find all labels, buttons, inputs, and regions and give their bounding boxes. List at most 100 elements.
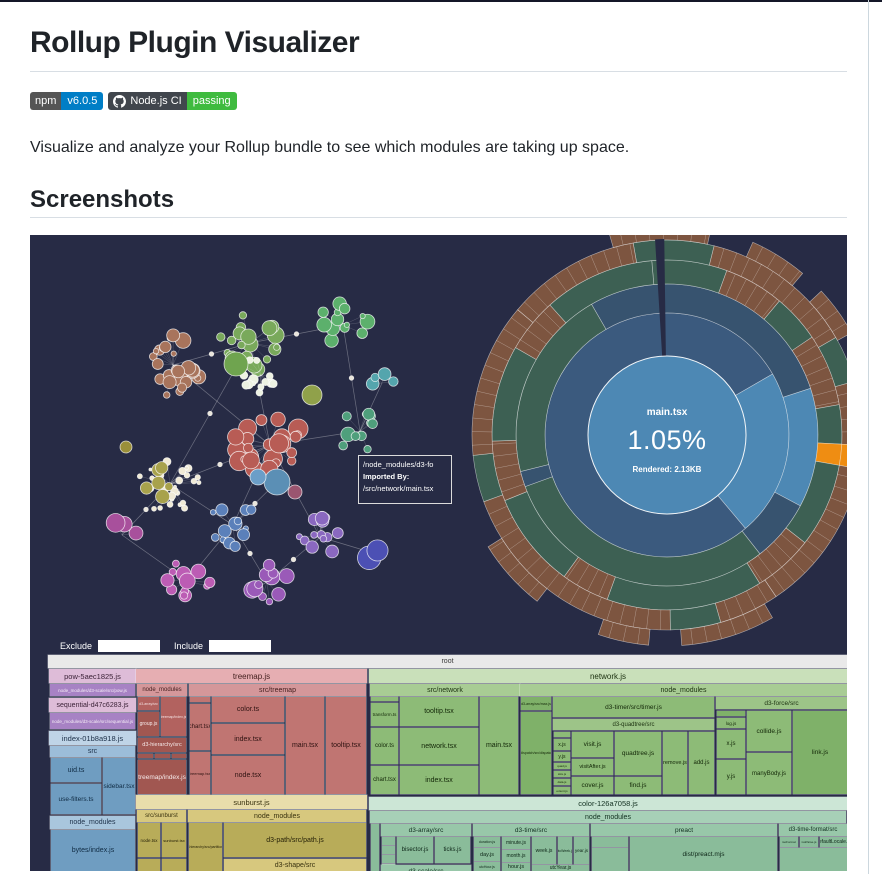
network-node[interactable] <box>139 481 154 495</box>
network-node[interactable] <box>366 539 389 562</box>
treemap-node[interactable]: d3-time/src <box>473 824 589 836</box>
treemap-node[interactable]: day.js <box>474 848 500 861</box>
network-node[interactable] <box>223 351 249 377</box>
sunburst-segment[interactable] <box>487 537 548 602</box>
treemap-node[interactable]: log.js <box>717 718 745 728</box>
network-node[interactable] <box>178 466 187 476</box>
network-node[interactable] <box>171 559 180 568</box>
network-node[interactable] <box>164 482 174 492</box>
sunburst-segment[interactable] <box>517 242 637 323</box>
treemap-node[interactable]: index-01b8a918.js <box>49 731 136 745</box>
network-node[interactable] <box>151 475 166 490</box>
network-node[interactable] <box>168 567 177 576</box>
network-node[interactable] <box>338 440 348 451</box>
treemap-node[interactable]: minute.js <box>502 837 530 849</box>
treemap-node[interactable]: pow-5aec1825.js <box>49 669 136 683</box>
network-node[interactable] <box>246 504 257 515</box>
treemap-node[interactable]: defaultLocale.js <box>820 837 847 847</box>
network-node[interactable] <box>255 414 268 426</box>
treemap-node[interactable]: src/network <box>370 684 520 696</box>
network-node[interactable] <box>171 364 185 379</box>
network-node[interactable] <box>289 430 302 443</box>
treemap-node[interactable]: node_modules <box>137 684 187 696</box>
network-node[interactable] <box>151 505 157 512</box>
treemap-node[interactable]: d3-timer/src/timer.js <box>553 697 714 717</box>
treemap-node[interactable]: remove.js <box>663 732 687 794</box>
treemap-node[interactable]: collide.js <box>747 711 791 751</box>
network-node[interactable] <box>263 468 291 496</box>
treemap-node[interactable]: ticks.js <box>435 837 470 863</box>
network-node[interactable] <box>179 591 189 600</box>
sunburst-segment[interactable] <box>680 603 773 646</box>
treemap-node[interactable]: d3-force/src <box>716 697 847 709</box>
treemap-sliver[interactable] <box>371 824 379 871</box>
network-node[interactable] <box>377 367 392 381</box>
treemap-node[interactable]: treemap.js <box>136 669 367 683</box>
ci-badge[interactable]: Node.js CI passing <box>108 92 237 110</box>
treemap-node[interactable]: d3-array/src/max.js <box>521 697 551 710</box>
network-node[interactable] <box>210 533 220 542</box>
network-node[interactable] <box>160 573 175 588</box>
treemap-node[interactable]: hour.js <box>502 863 530 871</box>
network-node[interactable] <box>241 380 251 390</box>
treemap-node[interactable]: y.js <box>717 760 745 794</box>
network-node[interactable] <box>238 311 248 320</box>
treemap-node[interactable]: find.js <box>615 777 661 794</box>
network-node[interactable] <box>216 332 226 342</box>
network-node[interactable] <box>265 597 274 606</box>
treemap-node[interactable]: manyBody.js <box>747 753 791 794</box>
treemap-node[interactable]: node_modules <box>520 684 847 696</box>
treemap-node[interactable]: node_modules <box>50 816 135 829</box>
treemap-node[interactable]: x.js <box>717 730 745 758</box>
network-node[interactable] <box>324 333 339 348</box>
sunburst-segment[interactable] <box>815 404 843 445</box>
treemap-node[interactable]: d3-quadtree/src <box>553 719 714 730</box>
network-node[interactable] <box>204 576 216 588</box>
treemap-node[interactable]: node_modules/d3-scale/src/sequential.js <box>50 713 135 729</box>
network-node[interactable] <box>262 355 272 364</box>
treemap-node[interactable]: dist/preact.mjs <box>630 837 777 871</box>
network-node[interactable] <box>226 335 237 346</box>
treemap-sliver[interactable] <box>138 859 160 871</box>
network-node[interactable] <box>128 525 144 541</box>
network-node[interactable] <box>177 382 188 393</box>
network-node[interactable] <box>249 468 267 486</box>
network-node[interactable] <box>157 505 163 511</box>
network-node[interactable] <box>227 428 245 446</box>
treemap-sliver[interactable] <box>554 732 570 737</box>
npm-badge[interactable]: npm v6.0.5 <box>30 92 104 110</box>
treemap-node[interactable]: extent.js <box>554 787 570 794</box>
treemap-sliver[interactable] <box>190 697 210 702</box>
treemap-node[interactable]: cover.js <box>572 777 613 794</box>
treemap-node[interactable]: use-filters.ts <box>51 784 101 814</box>
treemap-node[interactable]: treemap/index.js <box>161 697 186 736</box>
network-graph[interactable] <box>30 235 490 645</box>
treemap-node[interactable]: chart.tsx <box>190 704 210 750</box>
network-node[interactable] <box>359 312 366 320</box>
treemap-node[interactable]: d3-dispatch/src/dispatch.js <box>521 712 551 794</box>
network-node[interactable] <box>155 461 169 475</box>
network-node[interactable] <box>209 509 217 516</box>
treemap-node[interactable]: isoFormat <box>780 837 798 847</box>
network-node[interactable] <box>184 465 189 471</box>
treemap-node[interactable]: color-126a7058.js <box>369 797 847 810</box>
network-node[interactable] <box>237 528 250 542</box>
treemap-sliver[interactable] <box>592 837 628 847</box>
treemap-node[interactable]: tooltip.tsx <box>400 697 478 726</box>
treemap-node[interactable]: d3-hierarchy/src <box>138 738 186 752</box>
network-node[interactable] <box>268 379 278 389</box>
treemap-node[interactable]: preact <box>591 824 777 836</box>
treemap-node[interactable]: index.tsx <box>212 724 284 754</box>
treemap-node[interactable]: utcWeek.js <box>558 837 572 864</box>
treemap-node[interactable]: d3-array/src <box>138 697 159 710</box>
treemap-node[interactable]: group.js <box>138 712 159 736</box>
treemap-node[interactable]: network.js <box>369 669 847 683</box>
treemap-node[interactable]: d3-time-format/src <box>779 824 847 836</box>
network-node[interactable] <box>338 302 351 315</box>
treemap-node[interactable]: year.js <box>574 837 589 864</box>
treemap-node[interactable]: main.tsx <box>286 697 324 794</box>
treemap-node[interactable]: color.ts <box>212 697 284 722</box>
network-node[interactable] <box>155 489 171 504</box>
treemap-node[interactable]: sidebar.tsx <box>103 758 135 814</box>
network-node[interactable] <box>287 484 303 500</box>
